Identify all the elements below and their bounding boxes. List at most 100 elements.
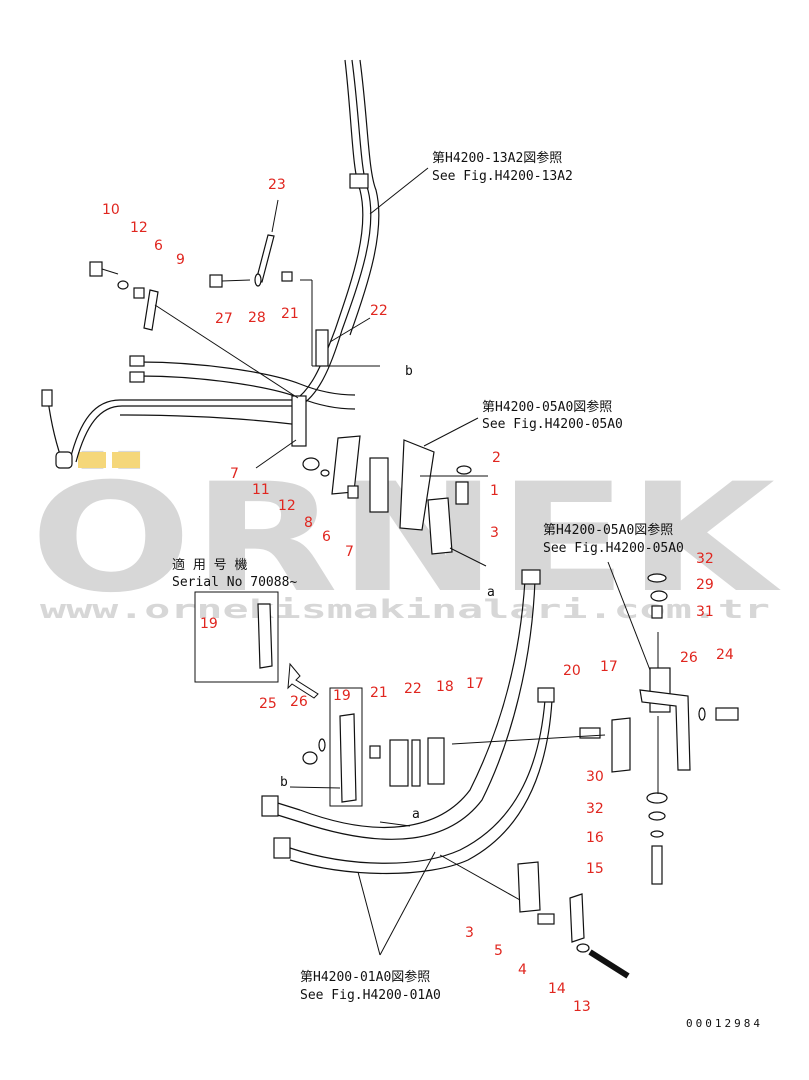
part-number: 14 [548,981,566,997]
washer-30 [646,792,668,804]
spacer-6b [347,485,359,499]
clip-23 [255,234,275,283]
clamp-17-right [611,717,631,773]
part-number: 13 [573,999,591,1015]
washer-32-low [648,811,666,821]
part-number: 12 [130,220,148,236]
washer-32-top [647,573,667,583]
fitting-2 [129,371,145,383]
letter-a-low: a [412,807,420,822]
fitting-3 [41,389,53,407]
plate-4 [569,893,585,943]
part-number: 26 [290,694,308,710]
part-number: 7 [230,466,239,482]
part-number: 9 [176,252,185,268]
part-number: 25 [259,696,277,712]
plate-19-inset [257,603,273,669]
ref-13a2-en: See Fig.H4200-13A2 [432,169,573,184]
part-number: 32 [586,801,604,817]
part-number: 27 [215,311,233,327]
serial-inset-box [194,591,279,683]
spacer-6 [133,287,145,299]
bolt-13 [588,949,630,979]
part-number: 21 [281,306,299,322]
part-number: 20 [563,663,581,679]
part-number: 2 [492,450,501,466]
part-number: 5 [494,943,503,959]
fitting-1 [129,355,145,367]
clamp-3-upper [427,497,453,555]
plate-18 [411,739,421,787]
part-number: 23 [268,177,286,193]
washer-2 [456,465,472,475]
part-number: 12 [278,498,296,514]
part-number: 31 [696,604,714,620]
part-number: 22 [404,681,422,697]
clamp-7-upper [291,395,307,447]
washer-16 [650,830,664,838]
fitting-4 [55,451,73,469]
ref-01a0-jp: 第H4200-01A0図参照 [300,969,430,985]
part-number: 28 [248,310,266,326]
bolt-10 [89,261,103,277]
bracket-right [639,689,691,771]
part-number: 4 [518,962,527,978]
part-number: 24 [716,647,734,663]
part-number: 10 [102,202,120,218]
letter-a-mid: a [487,585,495,600]
clamp-22-upper [315,329,329,367]
part-shapes [89,234,739,979]
ref-13a2-jp: 第H4200-13A2図参照 [432,150,562,166]
lower-hoses [261,569,555,875]
ref-05a0-jp-a: 第H4200-05A0図参照 [482,399,612,415]
hose-end-right [537,687,555,703]
hose-end-b [261,795,279,817]
part-number: 32 [696,551,714,567]
watermark-dot-left [78,452,106,468]
clamp-22-lower [389,739,409,787]
nut-25 [302,751,318,765]
part-number: 18 [436,679,454,695]
nut-11 [302,457,320,471]
letter-b-top: b [405,364,413,379]
washer-26a [318,738,326,752]
upper-hose-bundle [41,59,380,469]
rod-20 [579,727,601,739]
ref-05a0-en-b: See Fig.H4200-05A0 [543,541,684,556]
reference-labels: 第H4200-13A2図参照 See Fig.H4200-13A2 第H4200… [172,150,763,1030]
part-number: 3 [490,525,499,541]
part-number: 22 [370,303,388,319]
part-number: 15 [586,861,604,877]
part-number: 19 [333,688,351,704]
collar-31 [651,605,663,619]
ref-01a0-en: See Fig.H4200-01A0 [300,988,441,1003]
serial-label-en: Serial No 70088~ [172,575,297,590]
view-arrow [287,662,319,699]
part-number: 11 [252,482,270,498]
drawing-number: 00012984 [686,1017,763,1030]
part-number: 17 [466,676,484,692]
part-number-labels: 10 12 6 9 23 27 28 21 22 7 11 12 8 6 7 2… [102,177,734,1015]
part-number: 21 [370,685,388,701]
hose-end-top [521,569,541,585]
letter-b-low: b [280,775,288,790]
part-number: 8 [304,515,313,531]
washer-14 [576,943,590,953]
plate-9 [143,289,159,331]
bolt-24 [715,707,739,721]
leader-lines [154,167,659,956]
bolt-15 [651,845,663,885]
part-number: 3 [465,925,474,941]
part-number: 26 [680,650,698,666]
detail-box [329,687,363,807]
ref-05a0-jp-b: 第H4200-05A0図参照 [543,522,673,538]
part-number: 6 [154,238,163,254]
clamp-7b [369,457,389,513]
watermark-url: www.ornekismakinalari.com.tr [40,595,770,625]
watermark-dot-right [112,452,140,468]
part-number: 30 [586,769,604,785]
part-number: 6 [322,529,331,545]
part-number: 29 [696,577,714,593]
